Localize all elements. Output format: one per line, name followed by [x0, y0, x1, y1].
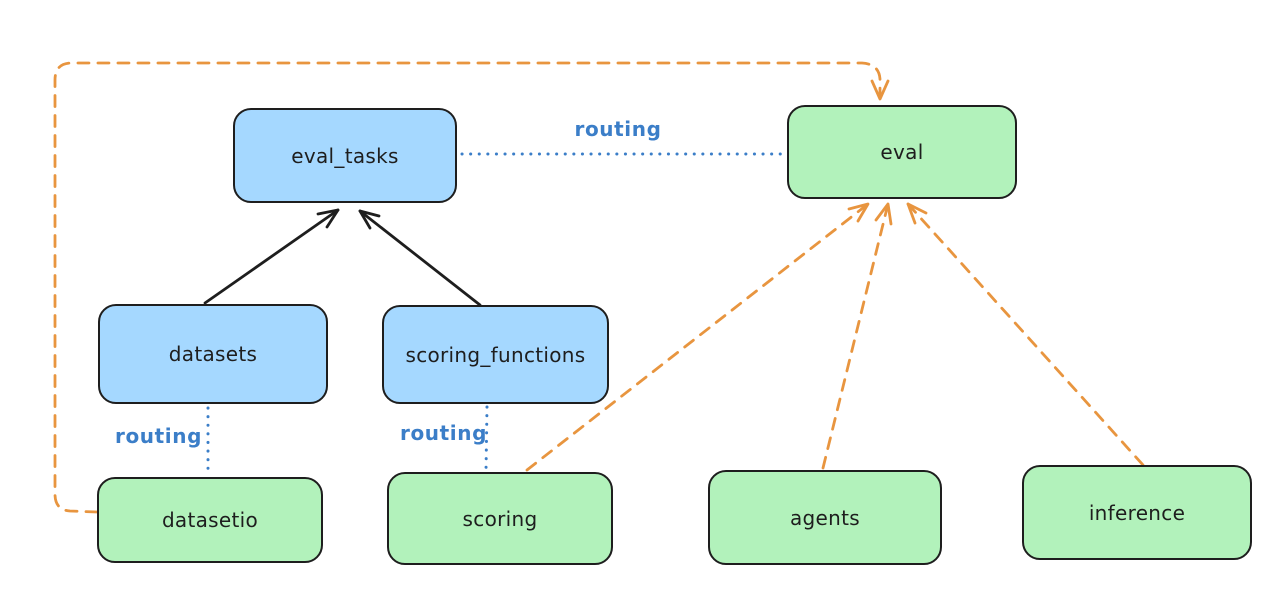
edge-datasets-to-eval-tasks — [203, 208, 340, 305]
edge-scoring-functions-to-eval-tasks — [358, 209, 482, 307]
node-inference-label: inference — [1088, 500, 1186, 525]
node-eval-label: eval — [880, 140, 924, 164]
node-datasetio: datasetio — [97, 477, 323, 563]
edge-label-routing-scoring-functions-scoring: routing — [400, 421, 488, 445]
node-datasets: datasets — [98, 304, 328, 404]
node-datasets-label: datasets — [168, 342, 258, 366]
arrowhead — [358, 209, 381, 230]
node-scoring-label: scoring — [462, 506, 538, 531]
node-eval-tasks: eval_tasks — [233, 108, 457, 203]
node-eval-tasks-label: eval_tasks — [291, 143, 399, 168]
edge-label-routing-datasets-datasetio: routing — [115, 424, 203, 448]
arrowhead — [906, 202, 928, 225]
edge-label-routing-eval-tasks-eval: routing — [574, 117, 662, 141]
edge-agents-to-eval — [821, 202, 890, 470]
node-datasetio-label: datasetio — [161, 508, 259, 532]
arrowhead — [870, 79, 890, 101]
node-eval: eval — [787, 105, 1017, 199]
arrowhead — [316, 208, 340, 229]
node-scoring: scoring — [387, 472, 613, 565]
edge-inference-to-eval — [906, 202, 1145, 467]
arrowhead — [847, 202, 870, 223]
node-inference: inference — [1022, 465, 1252, 560]
node-scoring-functions: scoring_functions — [382, 305, 609, 404]
arrowhead — [874, 202, 893, 226]
node-scoring-functions-label: scoring_functions — [405, 342, 586, 367]
black-solid-arrows — [203, 208, 482, 307]
node-agents: agents — [708, 470, 942, 565]
node-agents-label: agents — [790, 505, 860, 530]
